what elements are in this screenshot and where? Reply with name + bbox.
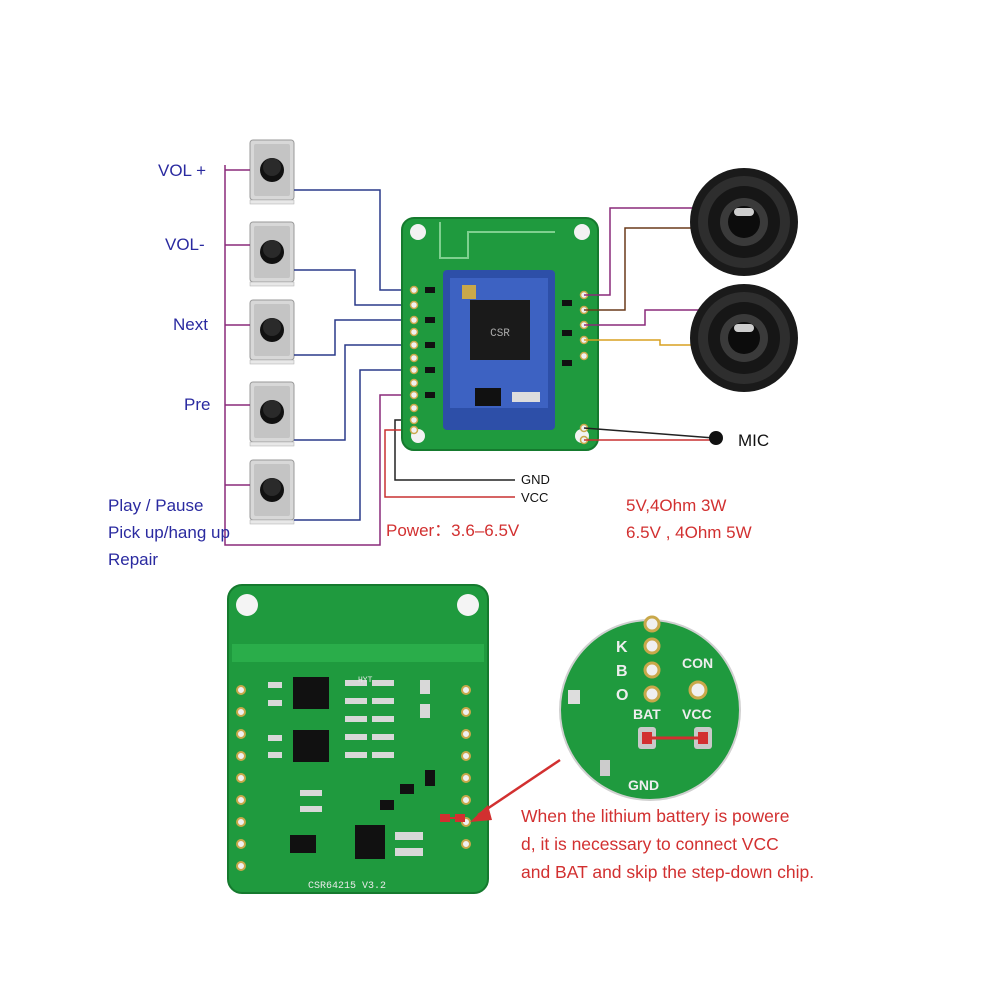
speaker-top [690, 168, 798, 276]
chip-marking: CSR [490, 328, 510, 340]
label-play-pause: Play / Pause Pick up/hang up Repair [108, 492, 230, 573]
button-common-wires [224, 165, 410, 546]
pad-gnd-label: GND [628, 777, 659, 793]
speaker-wires [584, 207, 700, 346]
pad-con-label: CON [682, 655, 713, 671]
label-vol-minus: VOL- [165, 235, 205, 254]
zoomed-pad-detail: K B O CON BAT VCC GND [559, 615, 741, 801]
battery-note-line: and BAT and skip the step-down chip. [521, 862, 815, 882]
battery-note-line: When the lithium battery is powere [521, 806, 790, 826]
speaker-bottom [690, 284, 798, 392]
battery-note: When the lithium battery is powere d, it… [521, 802, 901, 886]
button-pre [249, 381, 295, 447]
label-pre: Pre [184, 395, 211, 414]
vcc-wire [384, 429, 515, 498]
label-gnd: GND [521, 472, 550, 487]
label-speaker-spec: 5V,4Ohm 3W 6.5V , 4Ohm 5W [626, 492, 752, 546]
label-mic: MIC [738, 431, 770, 450]
pad-vcc-label: VCC [682, 706, 712, 722]
button-next [249, 299, 295, 365]
pin-letter-b: B [616, 663, 628, 680]
pin-letter-o: O [616, 687, 628, 704]
button-vol-minus [249, 221, 295, 287]
board-backside: HYT CSR64215 V3.2 [227, 584, 489, 894]
label-power: Power：3.6–6.5V [386, 521, 520, 540]
board-model-label: CSR64215 V3.2 [308, 881, 386, 892]
button-signal-wires [294, 189, 410, 521]
battery-note-line: d, it is necessary to connect VCC [521, 834, 779, 854]
label-play-pause-line: Repair [108, 550, 159, 569]
pointer-arrow [470, 758, 561, 822]
board-brand: HYT [358, 676, 373, 685]
speaker-spec-line: 6.5V , 4Ohm 5W [626, 523, 752, 542]
pin-letter-k: K [616, 639, 628, 656]
mic-wire-gnd [583, 427, 715, 439]
label-next: Next [173, 315, 208, 334]
bluetooth-module-board: CSR [401, 217, 599, 451]
label-vcc: VCC [521, 490, 549, 505]
microphone-icon [709, 431, 723, 445]
pad-bat-label: BAT [633, 706, 661, 722]
button-play-pause [249, 459, 295, 525]
label-play-pause-line: Play / Pause [108, 496, 204, 515]
speaker-spec-line: 5V,4Ohm 3W [626, 496, 727, 515]
label-vol-plus: VOL + [158, 161, 207, 180]
button-vol-plus [249, 139, 295, 205]
label-play-pause-line: Pick up/hang up [108, 523, 230, 542]
